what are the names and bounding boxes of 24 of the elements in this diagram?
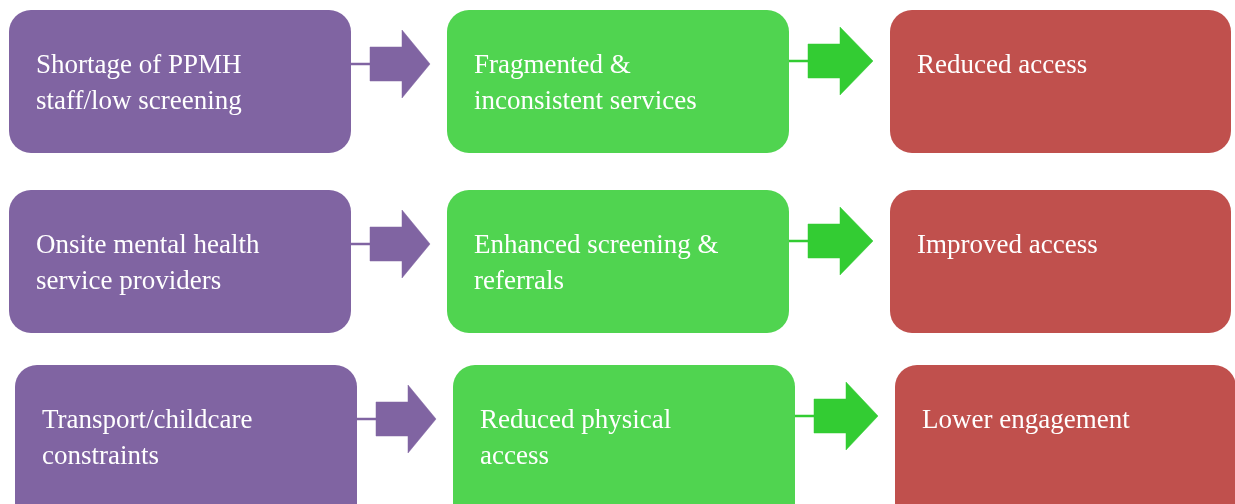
effect-box	[447, 10, 789, 153]
block-arrow	[788, 26, 874, 96]
box-text: Transport/childcare constraints	[42, 403, 254, 472]
outcome-box	[890, 10, 1231, 153]
block-arrow	[794, 381, 879, 451]
box-text: Reduced physical access	[480, 403, 673, 472]
block-arrow	[356, 384, 437, 454]
outcome-box	[890, 190, 1231, 333]
cause-box	[15, 365, 357, 504]
outcome-box	[895, 365, 1235, 504]
cause-box	[9, 10, 351, 153]
block-arrow	[350, 209, 431, 279]
box-text: Enhanced screening & referrals	[474, 228, 720, 297]
box-text: Fragmented & inconsistent services	[474, 48, 698, 117]
box-text: Reduced access	[917, 48, 1089, 81]
effect-box	[447, 190, 789, 333]
block-arrow	[788, 206, 874, 276]
box-text: Lower engagement	[922, 403, 1131, 436]
effect-box	[453, 365, 795, 504]
block-arrow	[350, 29, 431, 99]
box-text: Onsite mental health service providers	[36, 228, 261, 297]
box-text: Improved access	[917, 228, 1099, 261]
box-text: Shortage of PPMH staff/low screening	[36, 48, 243, 117]
cause-box	[9, 190, 351, 333]
